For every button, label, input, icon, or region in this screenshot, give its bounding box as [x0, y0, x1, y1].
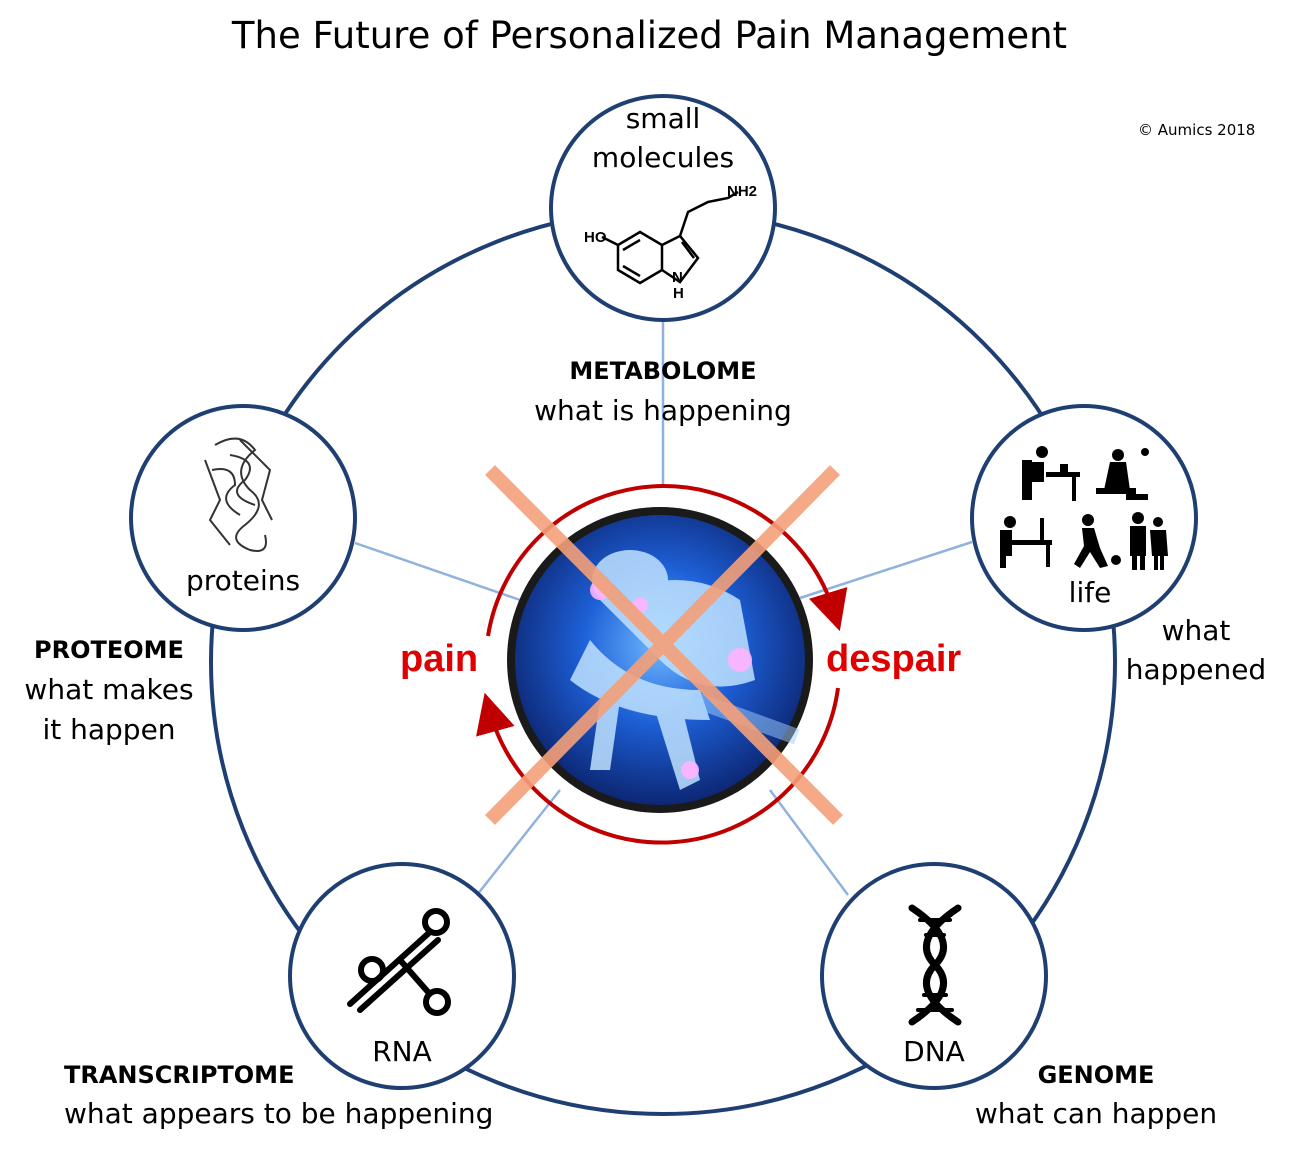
transcriptome-desc: what appears to be happening	[64, 1097, 494, 1130]
node-dna	[820, 862, 1048, 1090]
small-molecules-label-1: small	[625, 102, 701, 135]
page-title: The Future of Personalized Pain Manageme…	[231, 14, 1068, 57]
protein-structure-icon	[204, 437, 273, 552]
life-desc-1: what	[1161, 614, 1231, 647]
copyright: © Aumics 2018	[1138, 121, 1256, 139]
metabolome-name: METABOLOME	[569, 357, 757, 385]
proteome-desc-1: what makes	[24, 673, 194, 706]
genome-name: GENOME	[1037, 1061, 1155, 1089]
daily-life-icons	[1000, 446, 1168, 570]
mol-ho: HO	[584, 229, 607, 246]
node-proteins	[129, 404, 357, 632]
proteome-desc-2: it happen	[42, 713, 176, 746]
serotonin-molecule-icon	[601, 190, 739, 285]
dna-helix-icon	[908, 904, 962, 1026]
cross-mark	[485, 465, 843, 825]
mol-nh2: NH2	[727, 183, 757, 200]
node-small-molecules	[549, 94, 777, 322]
spoke-left	[354, 541, 521, 602]
dna-label: DNA	[903, 1035, 965, 1068]
genome-desc: what can happen	[974, 1097, 1218, 1130]
life-desc-2: happened	[1125, 653, 1267, 686]
pain-label: pain	[400, 638, 479, 680]
spoke-bottom-left	[476, 789, 561, 896]
mol-h: H	[673, 285, 684, 302]
transcriptome-name: TRANSCRIPTOME	[64, 1061, 295, 1089]
proteome-name: PROTEOME	[34, 636, 184, 664]
despair-label: despair	[826, 638, 962, 680]
proteins-label: proteins	[185, 564, 301, 597]
pain-figure-icon	[507, 507, 813, 813]
arrow-top	[486, 484, 848, 637]
rna-icon	[347, 908, 451, 1016]
small-molecules-label-2: molecules	[591, 141, 735, 174]
rna-label: RNA	[372, 1035, 432, 1068]
life-label: life	[1068, 576, 1112, 609]
metabolome-desc: what is happening	[534, 394, 792, 427]
spoke-bottom-right	[768, 789, 850, 896]
mol-n: N	[672, 269, 683, 286]
